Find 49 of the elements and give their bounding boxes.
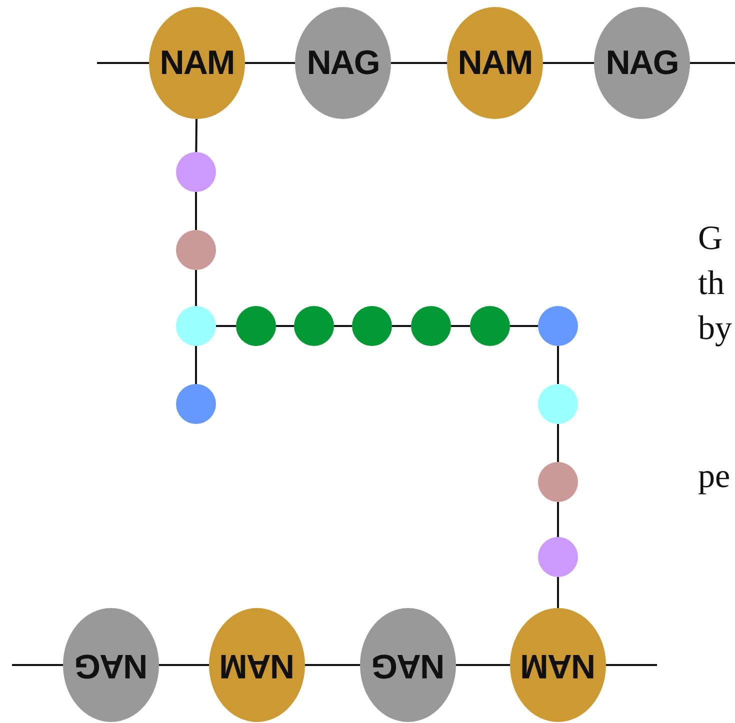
nam-ellipse: NAM xyxy=(149,7,245,119)
nam-ellipse: NAM xyxy=(209,608,305,722)
text-fragment: G xyxy=(698,222,723,256)
connector-line xyxy=(543,62,594,64)
connector-line xyxy=(451,325,470,327)
connector-line xyxy=(334,325,352,327)
connector-line xyxy=(216,325,236,327)
nag-ellipse: NAG xyxy=(594,7,690,119)
nag-ellipse: NAG xyxy=(360,608,456,722)
connector-line xyxy=(606,664,657,666)
circle-node xyxy=(236,306,276,346)
connector-line xyxy=(245,62,295,64)
connector-line xyxy=(195,192,197,230)
connector-line xyxy=(195,118,198,152)
circle-node xyxy=(176,230,216,270)
circle-node xyxy=(411,306,451,346)
connector-line xyxy=(391,62,447,64)
connector-line xyxy=(97,62,149,64)
connector-line xyxy=(195,270,197,306)
text-fragment: by xyxy=(698,312,732,346)
connector-line xyxy=(690,62,735,64)
connector-line xyxy=(12,664,63,666)
circle-node xyxy=(176,152,216,192)
circle-node xyxy=(470,306,510,346)
connector-line xyxy=(392,325,411,327)
nag-ellipse: NAG xyxy=(295,7,391,119)
nam-ellipse: NAM xyxy=(447,7,543,119)
circle-node xyxy=(538,462,578,502)
connector-line xyxy=(456,664,510,666)
circle-node xyxy=(176,384,216,424)
nag-ellipse: NAG xyxy=(63,608,159,722)
circle-node xyxy=(538,537,578,577)
circle-node xyxy=(294,306,334,346)
nam-ellipse: NAM xyxy=(510,608,606,722)
text-fragment: th xyxy=(698,267,724,301)
circle-node xyxy=(352,306,392,346)
connector-line xyxy=(557,346,559,384)
connector-line xyxy=(557,502,559,537)
connector-line xyxy=(510,325,538,327)
circle-node xyxy=(176,306,216,346)
connector-line xyxy=(159,664,209,666)
connector-line xyxy=(557,577,559,608)
circle-node xyxy=(538,306,578,346)
text-fragment: pe xyxy=(698,460,730,494)
connector-line xyxy=(557,424,559,462)
connector-line xyxy=(195,346,197,384)
connector-line xyxy=(276,325,294,327)
circle-node xyxy=(538,384,578,424)
connector-line xyxy=(305,664,360,666)
